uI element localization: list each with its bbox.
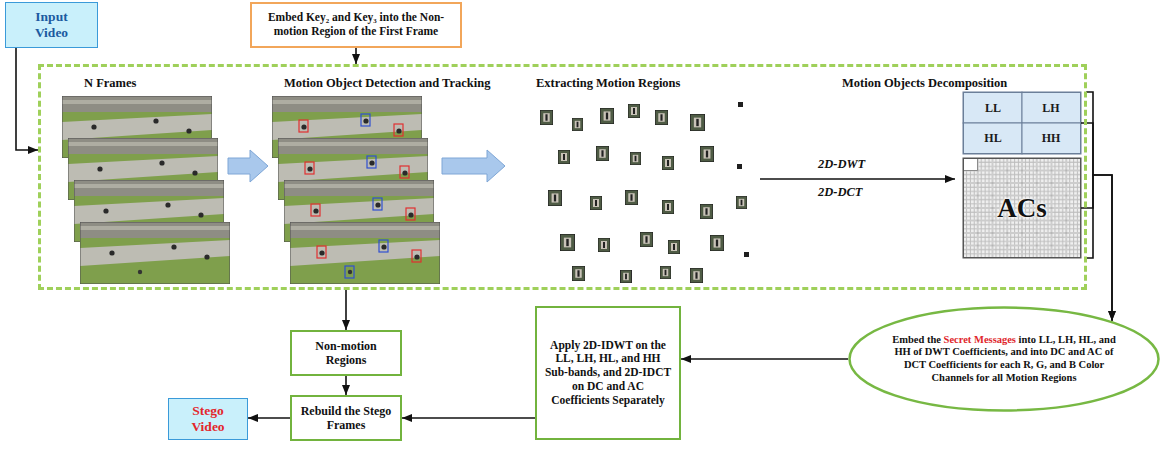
motion-region <box>700 204 713 219</box>
motion-region <box>700 146 714 162</box>
motion-region <box>668 240 680 254</box>
tracked-frame <box>290 222 440 284</box>
motion-region <box>660 266 671 279</box>
dwt-subband-grid: LLLHHLHH <box>963 92 1081 154</box>
motion-region <box>640 232 653 247</box>
motion-region <box>560 234 575 251</box>
motion-region <box>628 104 640 118</box>
flow-arrow <box>355 48 357 64</box>
stage-heading: Extracting Motion Regions <box>536 76 680 91</box>
motion-region <box>620 270 631 283</box>
subband <box>1022 92 1081 123</box>
stage-heading: Motion Objects Decomposition <box>842 76 1007 91</box>
tracking-box <box>400 166 409 178</box>
subband <box>1022 123 1081 154</box>
flow-arrow <box>16 48 38 150</box>
motion-region-dot <box>737 164 742 169</box>
motion-region <box>596 146 609 161</box>
flow-arrow <box>402 417 535 419</box>
tracking-box <box>361 114 370 126</box>
motion-region-dot <box>738 102 743 107</box>
coefficient-label: ACs <box>997 192 1047 224</box>
motion-region <box>662 156 674 170</box>
transform-arrow <box>760 178 955 180</box>
tracking-box <box>412 250 421 262</box>
tracking-box <box>317 246 326 258</box>
motion-region <box>662 200 674 214</box>
tracking-box <box>311 204 320 216</box>
subband <box>963 92 1022 123</box>
processing-region: N Frames Motion Object Detection and Trac… <box>38 64 1087 290</box>
motion-region <box>690 268 703 283</box>
motion-region <box>710 235 724 251</box>
process-text: Embed the Secret Messages into LL, LH, H… <box>885 334 1123 384</box>
motion-region <box>736 196 747 209</box>
subband-label: LH <box>1022 93 1080 123</box>
subband-label: LL <box>964 93 1022 123</box>
tracking-box <box>305 162 314 174</box>
flow-arrow <box>248 417 290 419</box>
subband-label: HH <box>1022 123 1080 153</box>
tracking-box <box>345 266 354 278</box>
output-label: Stego Video <box>184 403 232 435</box>
flow-arrow <box>345 376 347 395</box>
motion-region <box>548 190 562 206</box>
dct-coefficient-grid: ACs <box>963 158 1081 258</box>
transform-label: 2D-DCT <box>818 185 862 200</box>
motion-region <box>590 196 602 210</box>
block-arrow <box>228 150 268 182</box>
tracking-box <box>406 208 415 220</box>
transform-label: 2D-DWT <box>818 157 865 172</box>
motion-region-dot <box>744 252 749 257</box>
motion-region <box>598 238 610 252</box>
video-frame <box>80 222 230 284</box>
tracking-box <box>367 156 376 168</box>
process-text: Embed Key₂ and Key₃ into the Non-motion … <box>257 11 455 39</box>
embed-ellipse: Embed the Secret Messages into LL, LH, H… <box>848 306 1160 412</box>
process-box: Non-motion Regions <box>290 330 402 376</box>
motion-region <box>558 150 570 164</box>
process-box: Apply 2D-IDWT on the LL, LH, HL, and HH … <box>535 306 681 440</box>
tracking-box <box>379 240 388 252</box>
tracking-box <box>299 120 308 132</box>
motion-region <box>540 110 553 125</box>
process-text: Apply 2D-IDWT on the LL, LH, HL, and HH … <box>543 339 673 408</box>
flow-arrow <box>681 358 848 360</box>
process-box: Rebuild the Stego Frames <box>290 395 402 441</box>
subband-label: HL <box>964 123 1022 153</box>
dct-basis-grid <box>963 158 1081 258</box>
motion-region <box>630 152 641 165</box>
key-embed-box: Embed Key₂ and Key₃ into the Non-motion … <box>250 2 462 48</box>
subband <box>963 123 1022 154</box>
process-text: Non-motion Regions <box>296 339 396 368</box>
tracking-box <box>373 198 382 210</box>
dc-cell <box>964 159 978 171</box>
block-arrow <box>442 150 505 182</box>
motion-region <box>572 118 583 131</box>
motion-region <box>600 108 614 124</box>
bracket <box>1086 92 1093 258</box>
motion-region <box>625 190 638 205</box>
flow-arrow <box>345 290 347 330</box>
stage-heading: N Frames <box>84 76 136 91</box>
input-label: Input Video <box>24 9 80 41</box>
stage-heading: Motion Object Detection and Tracking <box>284 76 490 91</box>
motion-region <box>572 266 585 281</box>
motion-region <box>655 110 668 125</box>
tracking-box <box>394 124 403 136</box>
output-box: Stego Video <box>168 398 248 440</box>
process-text: Rebuild the Stego Frames <box>296 404 396 433</box>
motion-region <box>690 114 705 131</box>
ellipse-outline <box>850 308 1159 411</box>
input-box: Input Video <box>5 2 98 48</box>
